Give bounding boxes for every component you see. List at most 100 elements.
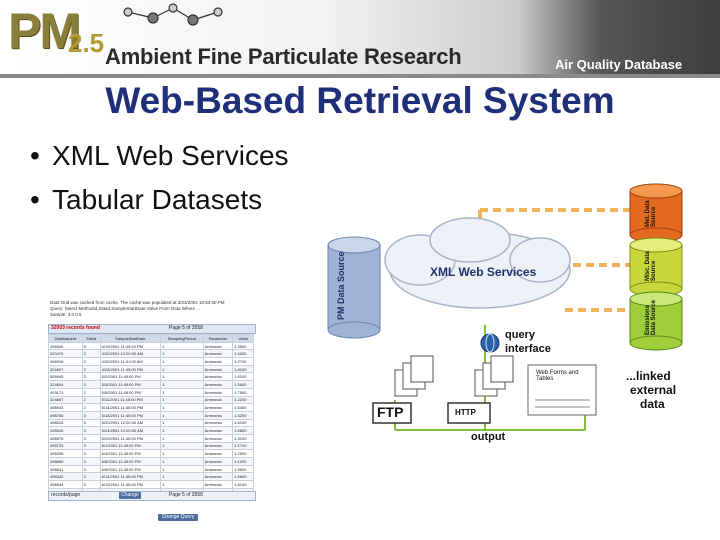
table-cell: Ammonia [202, 480, 234, 489]
cloud-label: XML Web Services [430, 265, 537, 279]
table-cell: Ammonia [202, 372, 234, 382]
bullet-item: •Tabular Datasets [30, 184, 263, 215]
table-cell: 1 [160, 357, 204, 366]
table-cell: 1.6100 [232, 372, 254, 382]
data-label: data [640, 397, 665, 411]
table-cell: 1 [160, 341, 204, 351]
table-cell: 4/28/2001 11:45:00 PM [99, 364, 162, 374]
web-forms-label: Web Forms and Tables [536, 370, 579, 382]
table-cell: 1 [160, 372, 204, 382]
table-cell: 498541 [48, 464, 83, 474]
table-cell: Ammonia [202, 426, 234, 435]
banner-dark-gradient [520, 0, 720, 74]
records-bar: 32003 records found Page 5 of 3558 [48, 324, 256, 334]
table-cell: 3 [81, 410, 101, 420]
table-cell: 6/6/2001 11:45:00 PM [99, 457, 162, 466]
table-cell: 3 [81, 441, 101, 451]
query-label: query [505, 329, 535, 341]
bullet-text: XML Web Services [52, 140, 289, 171]
table-cell: 1 [160, 395, 204, 405]
table-cell: 1 [160, 464, 204, 474]
table-cell: 1.3500 [232, 341, 254, 351]
ftp-label: FTP [377, 404, 404, 420]
table-cell: 1.6100 [232, 418, 254, 428]
table-cell: 1 [160, 457, 204, 466]
table-cell: 4/19/2001 11:45:43 PM [99, 341, 162, 351]
table-cell: 1 [160, 433, 204, 443]
table-cell: 3 [81, 457, 101, 466]
table-cell: 496940 [48, 341, 83, 351]
column-header[interactable]: DataValueId [48, 334, 83, 343]
column-header[interactable]: SiteId [81, 334, 101, 343]
page-title: Web-Based Retrieval System [105, 80, 615, 121]
table-cell: 3 [81, 418, 101, 428]
table-cell: 2 [81, 349, 101, 359]
table-cell: 320476 [48, 349, 83, 359]
table-cell: Ammonia [202, 364, 234, 374]
interface-label: interface [505, 343, 551, 355]
bullet-item: •XML Web Services [30, 140, 289, 171]
table-cell: 1 [160, 480, 204, 489]
table-cell: 1.5600 [232, 380, 254, 389]
table-cell: 1.5400 [232, 403, 254, 412]
table-cell: 5/11/2001 11:45:00 PM [99, 395, 162, 405]
table-cell: Ammonia [202, 395, 234, 405]
external-label: external [630, 383, 677, 397]
table-cell: 1 [160, 403, 204, 412]
table-cell: 498755 [48, 410, 83, 420]
table-cell: Ammonia [202, 433, 234, 443]
records-per-page-label: records/page [51, 492, 81, 498]
diagram-lines [327, 183, 683, 431]
change-query-button[interactable]: Change Query [158, 514, 198, 521]
table-cell: Ammonia [202, 410, 234, 420]
table-cell: 6/9/2001 11:45:00 PM [99, 464, 162, 474]
table-cell: 2 [81, 387, 101, 397]
banner-title: Ambient Fine Particulate Research [105, 44, 462, 69]
page-indicator-bottom: Page 5 of 3558 [169, 492, 203, 498]
table-cell: Ammonia [202, 449, 234, 458]
change-button[interactable]: Change [119, 492, 141, 499]
table-cell: 324807 [48, 364, 83, 374]
cloud-shape [384, 217, 571, 309]
table-cell: 1.1200 [232, 457, 254, 466]
table-cell: 6/14/2001 11:45:00 PM [99, 472, 162, 482]
column-header[interactable]: Value [232, 334, 254, 343]
table-cell: 6/1/2001 11:45:00 PM [99, 441, 162, 451]
table-cell: Ammonia [202, 387, 234, 397]
table-cell: Ammonia [202, 380, 234, 389]
table-cell: 2 [81, 357, 101, 366]
pager-bar: records/page Change Page 5 of 3558 [48, 491, 256, 501]
column-header[interactable]: Parameter [202, 334, 234, 343]
http-label: HTTP [455, 408, 476, 417]
table-cell: 498575 [48, 433, 83, 443]
table-cell: 498540 [48, 426, 83, 435]
table-cell: 6/4/2001 11:45:00 PM [99, 449, 162, 458]
table-cell: 495342 [48, 472, 83, 482]
pm-data-source-label: PM Data Source [336, 251, 346, 320]
table-cell: 5/5/2001 11:45:00 PM [99, 387, 162, 397]
header-banner: PM 2.5 Ambient Fine Particulate Research… [0, 0, 720, 78]
table-cell: 498860 [48, 457, 83, 466]
caption-line: Data Grid was cached from cache. The cac… [50, 300, 225, 305]
table-cell: 1 [160, 472, 204, 482]
table-cell: 1.2500 [232, 449, 254, 458]
table-cell: 498315 [48, 418, 83, 428]
table-cell: 495339 [48, 449, 83, 458]
table-cell: 5/14/2001 11:45:00 PM [99, 403, 162, 412]
column-header[interactable]: SampleStartDate [99, 334, 162, 343]
table-cell: Ammonia [202, 472, 234, 482]
table-cell: Ammonia [202, 341, 234, 351]
table-cell: 1.5600 [232, 426, 254, 435]
column-header[interactable]: SamplingPeriod [160, 334, 204, 343]
table-cell: 1.2200 [232, 395, 254, 405]
table-cell: 1 [160, 441, 204, 451]
